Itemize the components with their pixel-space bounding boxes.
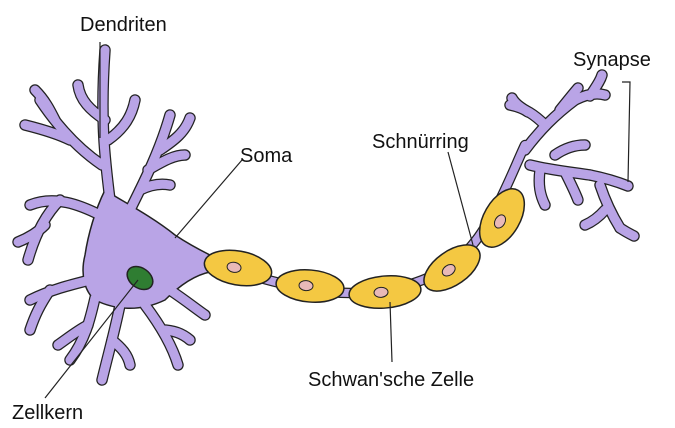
axon-terminals <box>510 75 634 236</box>
leader-schwann <box>390 302 392 362</box>
soma-body <box>83 190 210 308</box>
leader-synapse <box>622 82 630 182</box>
label-soma: Soma <box>240 146 292 166</box>
leader-schnuerring <box>448 152 473 245</box>
schwann-cells <box>202 181 534 311</box>
label-dendriten: Dendriten <box>80 15 167 35</box>
label-zellkern: Zellkern <box>12 403 83 423</box>
leader-soma <box>175 160 242 238</box>
label-synapse: Synapse <box>573 50 651 70</box>
label-schwann: Schwan'sche Zelle <box>308 370 474 390</box>
label-schnuerring: Schnürring <box>372 132 469 152</box>
